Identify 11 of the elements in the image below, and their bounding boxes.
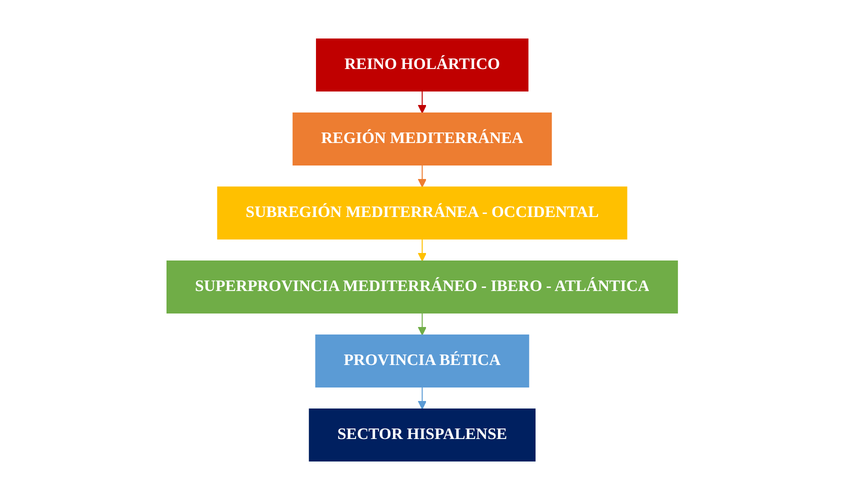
node-box: SECTOR HISPALENSE	[308, 408, 536, 462]
node-box: REINO HOLÁRTICO	[316, 38, 528, 92]
node-box: SUPERPROVINCIA MEDITERRÁNEO - IBERO - ATLÁNTICA	[166, 260, 678, 314]
node-box: SUBREGIÓN MEDITERRÁNEA - OCCIDENTAL	[216, 186, 628, 240]
arrow	[418, 386, 426, 410]
node-box: REGIÓN MEDITERRÁNEA	[292, 112, 552, 166]
arrow	[418, 238, 426, 262]
arrow	[418, 164, 426, 188]
node-box: PROVINCIA BÉTICA	[315, 334, 529, 388]
arrow	[418, 90, 426, 114]
arrow	[418, 312, 426, 336]
